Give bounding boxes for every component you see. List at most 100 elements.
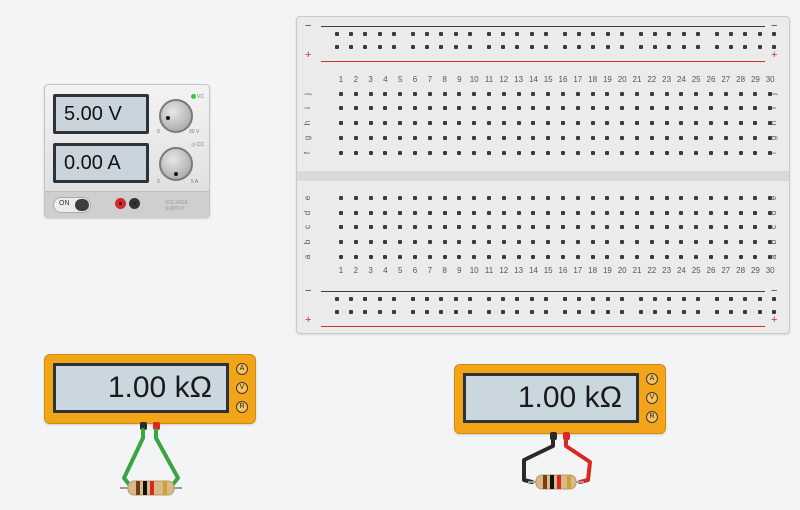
breadboard-hole[interactable] — [649, 92, 654, 96]
breadboard-hole[interactable] — [413, 255, 417, 259]
breadboard-hole[interactable] — [605, 151, 610, 155]
breadboard-hole[interactable] — [635, 240, 639, 244]
breadboard-hole[interactable] — [353, 196, 358, 200]
breadboard-hole[interactable] — [531, 136, 536, 140]
breadboard-hole[interactable] — [353, 240, 358, 244]
breadboard-hole[interactable] — [575, 151, 580, 155]
probe-socket-red[interactable] — [563, 432, 570, 440]
rail-hole[interactable] — [681, 32, 686, 36]
breadboard-hole[interactable] — [679, 211, 684, 215]
breadboard-hole[interactable] — [575, 121, 580, 125]
rail-hole[interactable] — [619, 45, 624, 49]
positive-terminal-icon[interactable] — [115, 198, 126, 209]
breadboard-hole[interactable] — [546, 121, 551, 125]
rail-hole[interactable] — [335, 45, 339, 49]
breadboard-hole[interactable] — [723, 121, 728, 125]
breadboard-hole[interactable] — [649, 211, 654, 215]
breadboard-hole[interactable] — [738, 92, 743, 96]
breadboard-hole[interactable] — [546, 106, 551, 110]
rail-hole[interactable] — [501, 297, 506, 301]
breadboard-hole[interactable] — [605, 106, 610, 110]
rail-hole[interactable] — [487, 310, 491, 314]
breadboard-hole[interactable] — [501, 106, 506, 110]
breadboard-hole[interactable] — [709, 92, 713, 96]
breadboard-hole[interactable] — [457, 255, 462, 259]
breadboard-hole[interactable] — [472, 225, 477, 229]
breadboard-hole[interactable] — [723, 225, 728, 229]
rail-hole[interactable] — [715, 32, 719, 36]
breadboard-hole[interactable] — [442, 92, 447, 96]
breadboard-hole[interactable] — [694, 151, 699, 155]
breadboard-hole[interactable] — [561, 211, 565, 215]
breadboard-hole[interactable] — [620, 225, 625, 229]
breadboard-hole[interactable] — [679, 136, 684, 140]
breadboard-hole[interactable] — [442, 211, 447, 215]
breadboard-hole[interactable] — [398, 225, 403, 229]
rail-hole[interactable] — [577, 297, 582, 301]
breadboard-hole[interactable] — [590, 196, 595, 200]
breadboard-hole[interactable] — [427, 121, 432, 125]
breadboard-hole[interactable] — [413, 225, 417, 229]
rail-hole[interactable] — [439, 297, 444, 301]
mode-voltmeter-button[interactable]: V — [236, 382, 248, 394]
breadboard-hole[interactable] — [516, 151, 521, 155]
breadboard-hole[interactable] — [590, 121, 595, 125]
breadboard-hole[interactable] — [413, 240, 417, 244]
rail-hole[interactable] — [729, 32, 734, 36]
breadboard-hole[interactable] — [383, 92, 388, 96]
rail-hole[interactable] — [563, 310, 567, 314]
probe-wire-black[interactable] — [122, 428, 145, 490]
breadboard-hole[interactable] — [368, 151, 373, 155]
breadboard-hole[interactable] — [472, 151, 477, 155]
rail-hole[interactable] — [543, 45, 548, 49]
breadboard-hole[interactable] — [768, 211, 773, 215]
rail-hole[interactable] — [639, 310, 643, 314]
breadboard-hole[interactable] — [561, 240, 565, 244]
rail-hole[interactable] — [743, 32, 748, 36]
breadboard-hole[interactable] — [561, 92, 565, 96]
rail-hole[interactable] — [453, 45, 458, 49]
breadboard-hole[interactable] — [353, 151, 358, 155]
rail-hole[interactable] — [681, 310, 686, 314]
breadboard-hole[interactable] — [339, 106, 343, 110]
rail-hole[interactable] — [349, 32, 354, 36]
rail-hole[interactable] — [563, 32, 567, 36]
rail-hole[interactable] — [715, 297, 719, 301]
breadboard-hole[interactable] — [709, 151, 713, 155]
breadboard-hole[interactable] — [413, 136, 417, 140]
rail-hole[interactable] — [363, 297, 368, 301]
rail-hole[interactable] — [529, 297, 534, 301]
breadboard-hole[interactable] — [709, 225, 713, 229]
breadboard-hole[interactable] — [368, 136, 373, 140]
rail-hole[interactable] — [771, 297, 776, 301]
breadboard-hole[interactable] — [575, 196, 580, 200]
probe-wire-red[interactable] — [154, 428, 180, 490]
rail-hole[interactable] — [605, 45, 610, 49]
breadboard-hole[interactable] — [516, 240, 521, 244]
current-knob-icon[interactable] — [159, 147, 193, 181]
breadboard-hole[interactable] — [368, 106, 373, 110]
negative-terminal-icon[interactable] — [129, 198, 140, 209]
breadboard-hole[interactable] — [442, 255, 447, 259]
breadboard-hole[interactable] — [531, 106, 536, 110]
breadboard-hole[interactable] — [472, 136, 477, 140]
breadboard-hole[interactable] — [501, 211, 506, 215]
breadboard-hole[interactable] — [738, 211, 743, 215]
rail-hole[interactable] — [501, 310, 506, 314]
breadboard-hole[interactable] — [368, 211, 373, 215]
breadboard-hole[interactable] — [753, 211, 758, 215]
rail-hole[interactable] — [591, 297, 596, 301]
breadboard-hole[interactable] — [590, 136, 595, 140]
breadboard-hole[interactable] — [472, 92, 477, 96]
rail-hole[interactable] — [335, 310, 339, 314]
breadboard-hole[interactable] — [590, 255, 595, 259]
voltage-knob-icon[interactable] — [159, 99, 193, 133]
breadboard-hole[interactable] — [620, 92, 625, 96]
breadboard-hole[interactable] — [339, 255, 343, 259]
breadboard-hole[interactable] — [383, 151, 388, 155]
breadboard-hole[interactable] — [546, 136, 551, 140]
breadboard-hole[interactable] — [738, 196, 743, 200]
breadboard-hole[interactable] — [368, 240, 373, 244]
breadboard-hole[interactable] — [649, 196, 654, 200]
breadboard-hole[interactable] — [516, 106, 521, 110]
